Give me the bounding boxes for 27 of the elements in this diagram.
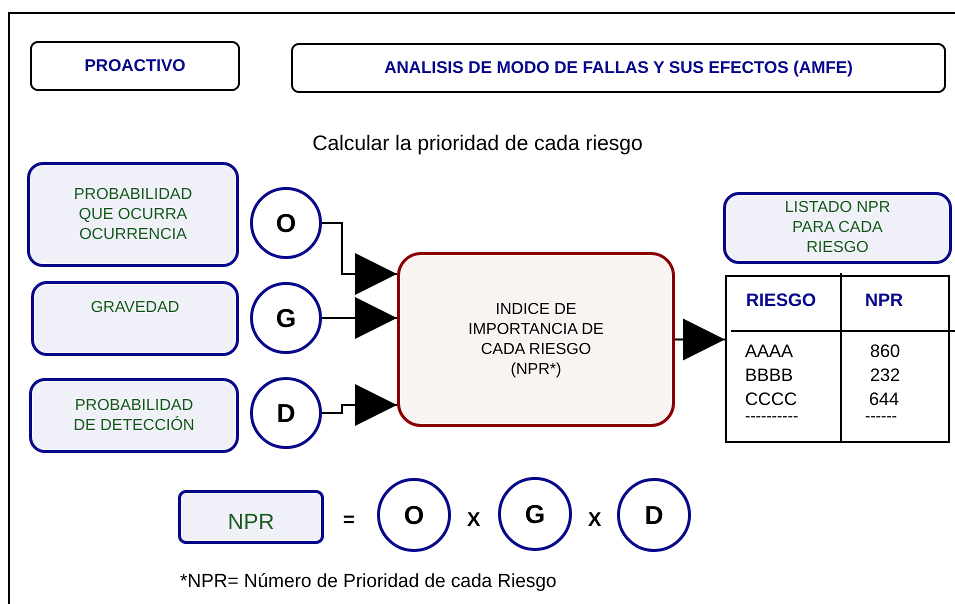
multiply-sign: X bbox=[467, 508, 480, 533]
table-cell-text: 860 bbox=[870, 340, 900, 363]
table-cell-text: CCCC bbox=[745, 388, 797, 411]
factor-box: GRAVEDAD bbox=[31, 281, 239, 356]
arrow bbox=[322, 297, 397, 339]
factor-box: PROBABILIDAD QUE OCURRA OCURRENCIA bbox=[27, 162, 239, 267]
subtitle: Calcular la prioridad de cada riesgo bbox=[311, 131, 644, 157]
footnote: *NPR= Número de Prioridad de cada Riesgo bbox=[180, 570, 557, 594]
title-box: PROACTIVO bbox=[30, 41, 240, 91]
multiply-sign: X bbox=[588, 508, 602, 533]
result-box: NPR bbox=[178, 490, 324, 544]
table-cell: ------ bbox=[865, 409, 897, 425]
table-cell: ---------- bbox=[745, 409, 798, 425]
factor-box: PROBABILIDAD DE DETECCIÓN bbox=[29, 378, 239, 453]
table-cell-text: 644 bbox=[869, 388, 900, 411]
column-header: RIESGO bbox=[746, 289, 816, 312]
column-header: NPR bbox=[865, 289, 904, 312]
table-cell-text: 232 bbox=[870, 364, 900, 387]
equals-sign: = bbox=[343, 508, 355, 533]
arrow bbox=[322, 384, 397, 426]
table-cell-text: BBBB bbox=[745, 364, 794, 387]
arrow bbox=[322, 222, 397, 295]
factor-box: LISTADO NPR PARA CADA RIESGO bbox=[723, 192, 952, 264]
title-box: ANALISIS DE MODO DE FALLAS Y SUS EFECTOS (AMFE) bbox=[291, 43, 946, 93]
process-box: INDICE DE IMPORTANCIA DE CADA RIESGO (NPR*) bbox=[397, 252, 675, 427]
arrow bbox=[675, 318, 725, 360]
table-cell-text: AAAA bbox=[745, 340, 794, 363]
